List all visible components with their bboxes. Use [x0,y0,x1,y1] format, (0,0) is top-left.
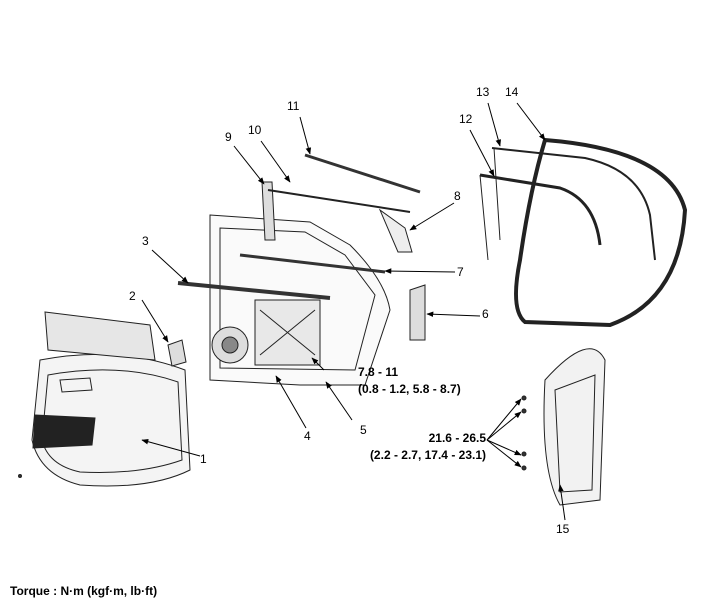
callout-12: 12 [459,112,473,126]
callout-4: 4 [304,429,311,443]
callout-9: 9 [225,130,232,144]
callout-2: 2 [129,289,136,303]
callout-14: 14 [505,85,519,99]
belt-moulding [177,281,331,300]
callout-1: 1 [200,452,207,466]
callout-13: 13 [476,85,490,99]
leader-lines [141,102,566,521]
callout-3: 3 [142,234,149,248]
door-trim-panel [31,353,191,487]
callout-7: 7 [457,265,464,279]
callout-10: 10 [248,123,262,137]
callout-11: 11 [287,99,300,113]
trim-sheet [44,311,156,361]
callout-5: 5 [360,423,367,437]
torque-1-nm: 7.8 - 11 [358,365,399,379]
door-module [209,214,391,386]
torque-spec-1: 7.8 - 11 (0.8 - 1.2, 5.8 - 8.7) [358,364,461,398]
torque-spec-2: 21.6 - 26.5 (2.2 - 2.7, 17.4 - 23.1) [358,430,486,464]
torque-2-nm: 21.6 - 26.5 [428,431,486,445]
callout-6: 6 [482,307,489,321]
callout-8: 8 [454,189,461,203]
delta-cover [167,339,187,367]
torque-1-alt: (0.8 - 1.2, 5.8 - 8.7) [358,382,461,396]
torque-2-alt: (2.2 - 2.7, 17.4 - 23.1) [369,448,486,462]
torque-units-note: Torque : N·m (kgf·m, lb·ft) [10,584,158,598]
callout-15: 15 [556,522,570,536]
